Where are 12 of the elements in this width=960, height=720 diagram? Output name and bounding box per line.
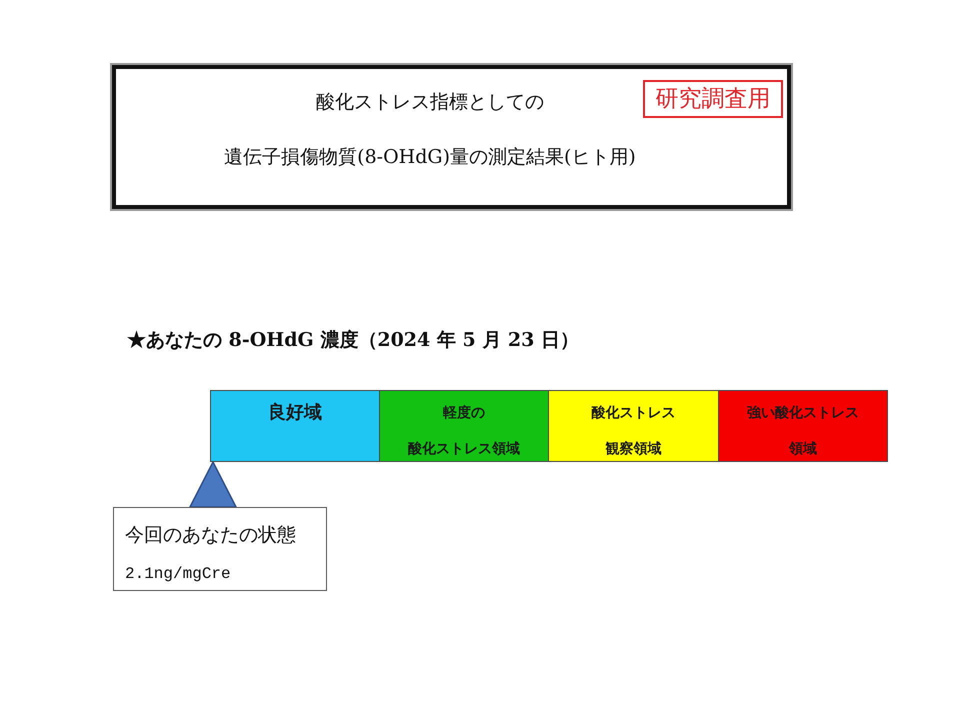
status-label: 今回のあなたの状態 — [125, 523, 296, 548]
scale-segment: 強い酸化ストレス領域 — [718, 390, 888, 462]
measured-value: 2.1ng/mgCre — [125, 564, 231, 585]
heading-text: 酸化ストレス指標としての遺伝子損傷物質(8-OHdG)量の測定結果(ヒト用) — [223, 90, 637, 170]
pointer-triangle — [189, 461, 237, 508]
callout-box — [113, 507, 327, 591]
scale-segment: 酸化ストレス観察領域 — [548, 390, 719, 462]
section-heading: ★あなたの 8-OHdG 濃度（2024 年 5 月 23 日） — [127, 328, 579, 353]
scale-segment: 軽度の酸化ストレス領域 — [379, 390, 549, 462]
scale-segment: 良好域 — [210, 390, 380, 462]
title-frame — [110, 63, 793, 211]
stamp-box: 研究調査用 — [643, 80, 783, 118]
